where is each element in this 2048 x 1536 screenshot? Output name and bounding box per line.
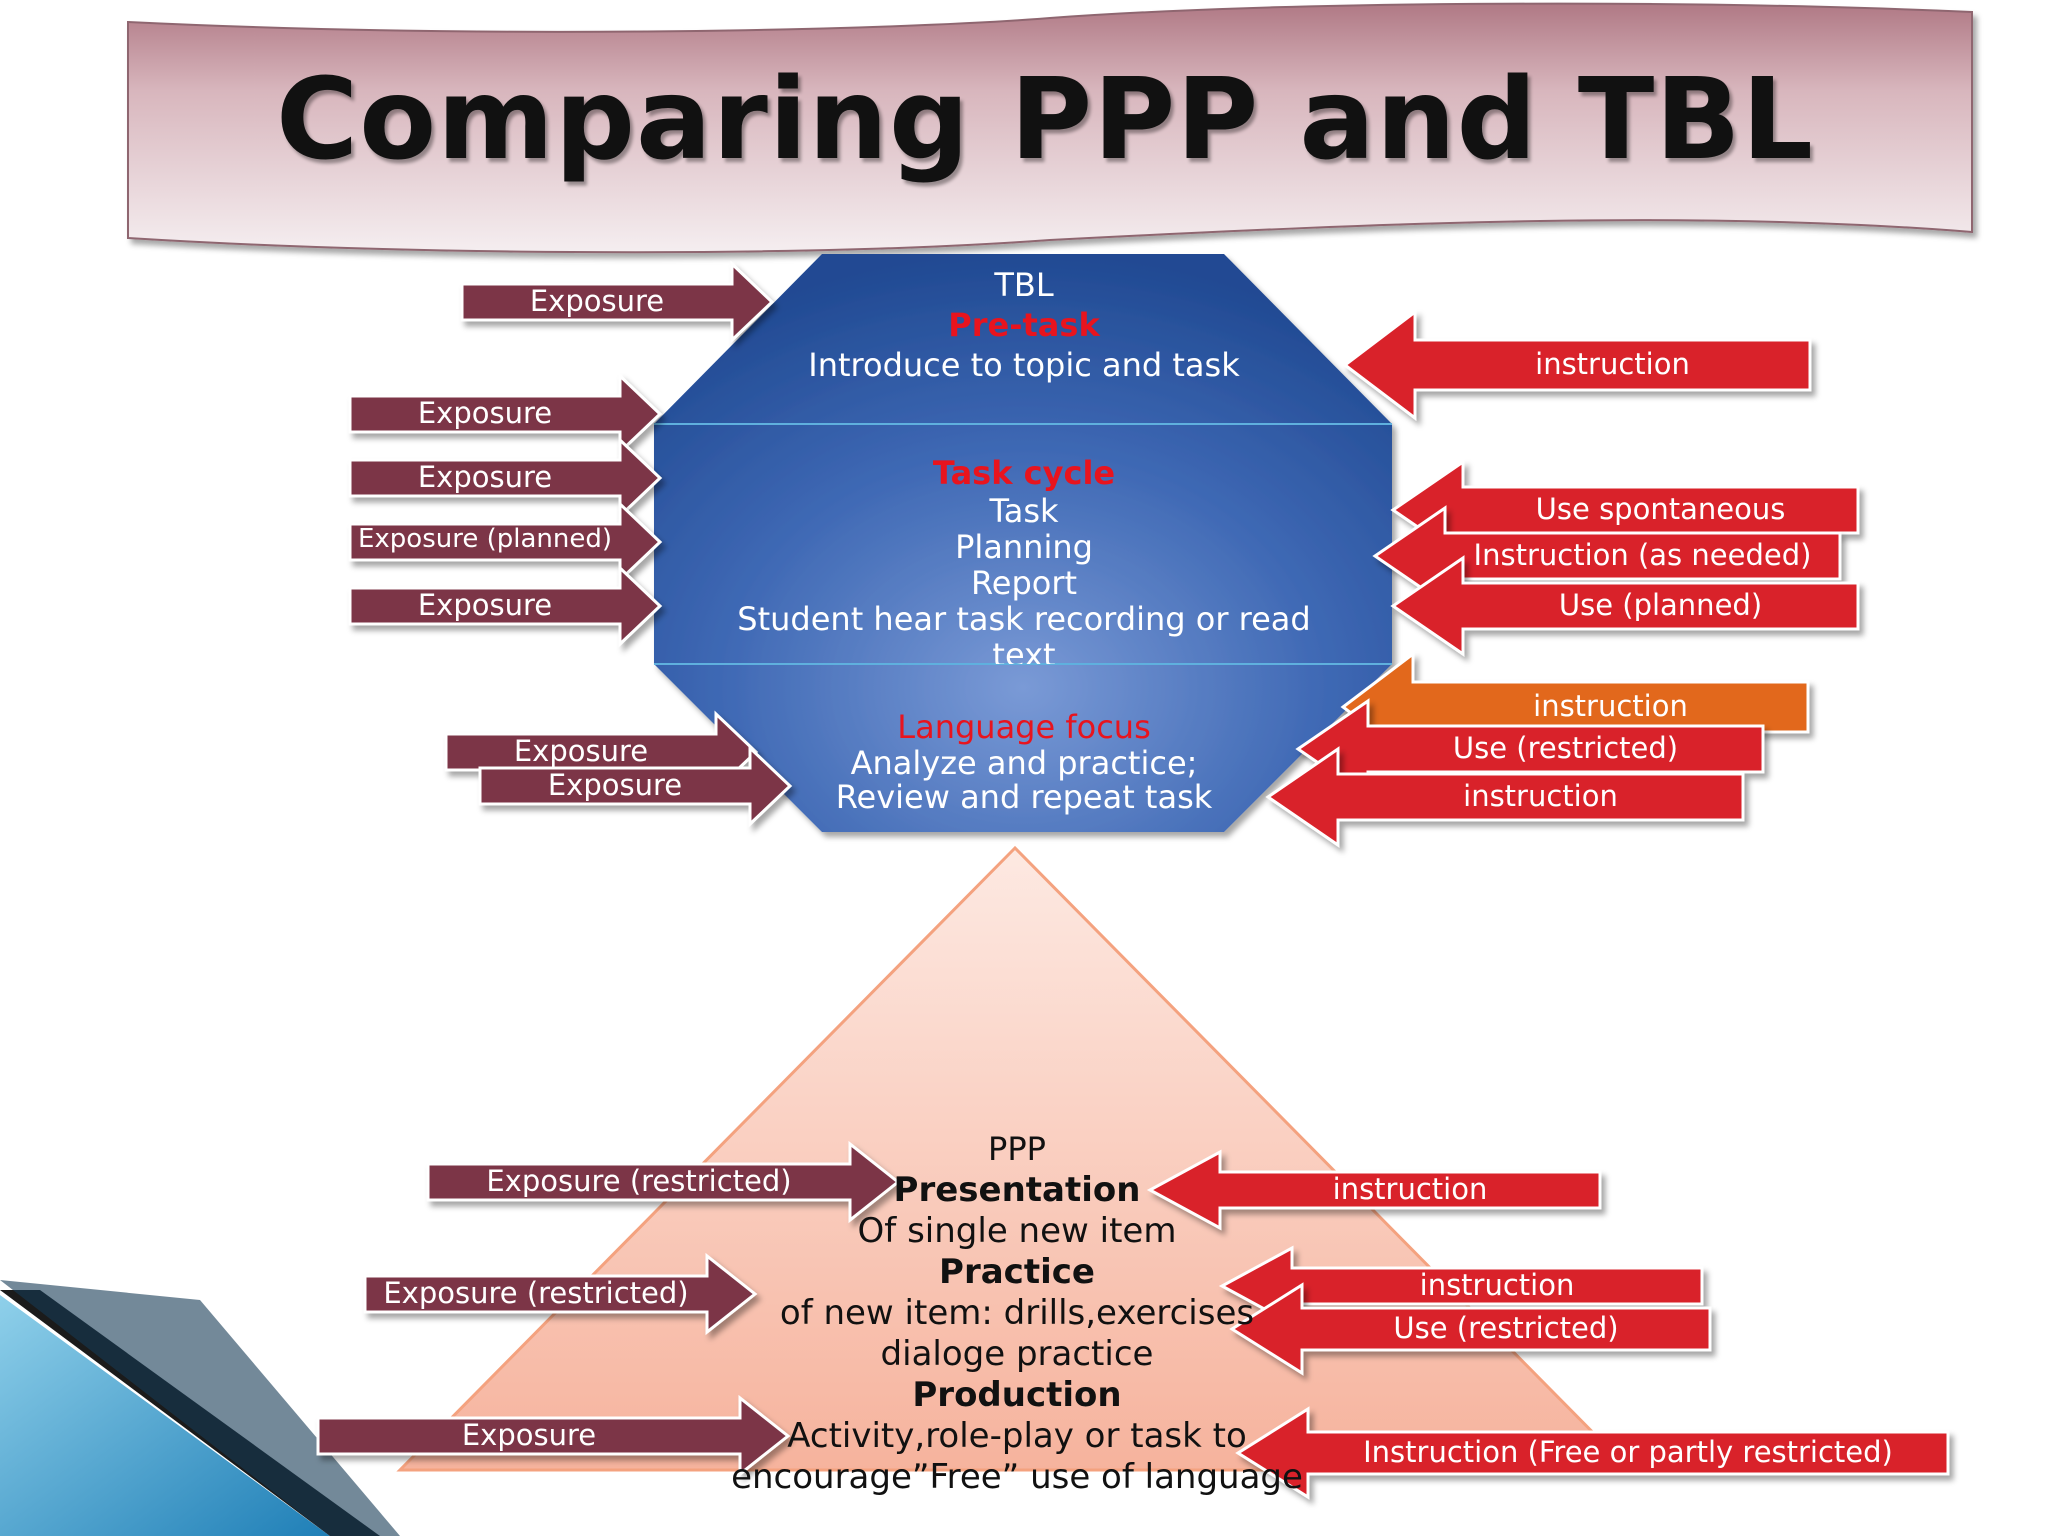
taskcycle-line-1: Task <box>989 492 1059 530</box>
tbl-right-arrow-4 <box>1390 555 1860 657</box>
tbl-left-arrow-3-label: Exposure <box>417 460 553 494</box>
tbl-left-arrow-2-label: Exposure <box>417 396 553 430</box>
presentation-line: Of single new item <box>857 1211 1177 1251</box>
tbl-left-arrow-7-label: Exposure <box>547 768 683 802</box>
tbl-right-arrow-7 <box>1265 746 1745 848</box>
ppp-left-arrow-2 <box>363 1252 758 1336</box>
ppp-right-arrow-2 <box>1218 1245 1704 1327</box>
tbl-left-arrow-5-label: Exposure <box>417 588 553 622</box>
presentation-title: Presentation <box>893 1170 1141 1210</box>
ppp-left-arrow-1-label: Exposure (restricted) <box>486 1164 792 1198</box>
tbl-right-arrow-2-label: Use spontaneous <box>1535 492 1786 526</box>
taskcycle-line-4: Student hear task recording or read <box>737 600 1311 638</box>
tbl-left-arrow-4 <box>348 500 663 584</box>
languagefocus-title: Language focus <box>897 708 1151 746</box>
production-title: Production <box>912 1375 1122 1415</box>
ppp-right-arrow-1-label: instruction <box>1332 1172 1488 1206</box>
taskcycle-title: Task cycle <box>932 454 1116 492</box>
pretask-line: Introduce to topic and task <box>808 346 1240 384</box>
practice-line-2: dialoge practice <box>880 1334 1154 1374</box>
production-line-2: encourage”Free” use of language <box>731 1457 1303 1497</box>
arrows-layer <box>316 260 1950 1500</box>
tbl-left-arrow-1-label: Exposure <box>529 284 665 318</box>
practice-title: Practice <box>939 1252 1095 1292</box>
tbl-left-arrow-1 <box>460 260 775 344</box>
tbl-right-arrow-3-label: Instruction (as needed) <box>1473 538 1812 572</box>
ppp-right-arrow-3-label: Use (restricted) <box>1393 1311 1619 1345</box>
ppp-left-arrow-3-label: Exposure <box>461 1418 597 1452</box>
tbl-left-arrow-5 <box>348 564 663 648</box>
corner-decoration <box>0 1280 400 1536</box>
title-banner <box>127 2 1973 254</box>
tbl-left-arrow-3 <box>348 436 663 520</box>
tbl-octagon <box>654 254 1392 832</box>
tbl-right-arrow-1-label: instruction <box>1535 347 1690 381</box>
tbl-right-arrow-3 <box>1372 505 1842 607</box>
languagefocus-line-2: Review and repeat task <box>835 778 1213 816</box>
tbl-left-arrow-4-label: Exposure (planned) <box>357 524 613 554</box>
tbl-right-arrow-7-label: instruction <box>1463 779 1618 813</box>
production-line-1: Activity,role-play or task to <box>787 1416 1247 1456</box>
languagefocus-line-1: Analyze and practice; <box>850 744 1198 782</box>
tbl-right-arrow-1 <box>1342 308 1812 422</box>
ppp-right-arrow-4-label: Instruction (Free or partly restricted) <box>1363 1435 1893 1469</box>
tbl-right-arrow-4-label: Use (planned) <box>1558 588 1763 622</box>
ppp-right-arrow-3 <box>1229 1282 1712 1376</box>
tbl-heading: TBL <box>994 266 1054 304</box>
tbl-right-arrow-5-label: instruction <box>1533 689 1688 723</box>
page-title: Comparing PPP and TBL <box>276 55 1814 185</box>
ppp-left-arrow-2-label: Exposure (restricted) <box>383 1276 689 1310</box>
ppp-right-arrow-1 <box>1146 1149 1602 1231</box>
taskcycle-line-5: text <box>992 636 1056 664</box>
tbl-left-arrow-2 <box>348 372 663 456</box>
pretask-title: Pre-task <box>948 306 1100 344</box>
ppp-right-arrow-2-label: instruction <box>1419 1268 1575 1302</box>
tbl-left-arrow-7 <box>478 744 793 828</box>
taskcycle-line-3: Report <box>970 564 1078 602</box>
ppp-right-arrow-4 <box>1235 1406 1950 1500</box>
ppp-left-arrow-1 <box>426 1140 901 1224</box>
practice-line-1: of new item: drills,exercises <box>779 1293 1255 1333</box>
ppp-heading: PPP <box>988 1130 1046 1168</box>
tbl-right-arrow-6-label: Use (restricted) <box>1452 731 1679 765</box>
taskcycle-line-2: Planning <box>955 528 1093 566</box>
ppp-left-arrow-3 <box>316 1394 791 1478</box>
tbl-left-arrow-6-label: Exposure <box>513 734 649 768</box>
